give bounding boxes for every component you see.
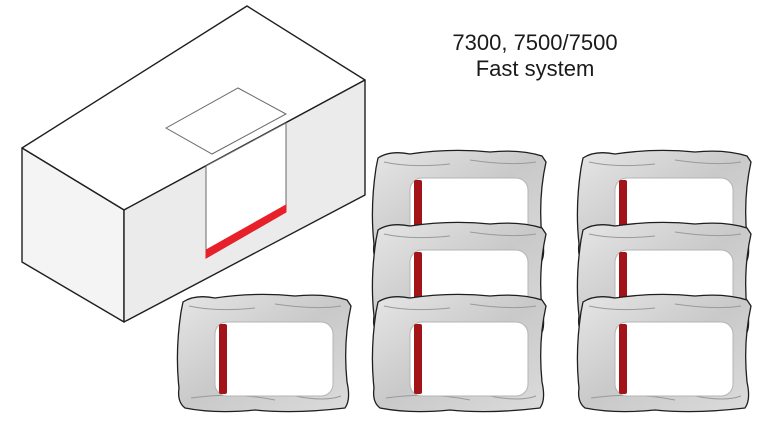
pouch-window — [614, 321, 734, 397]
reagent-box-icon — [21, 5, 366, 323]
pouch-crinkle — [383, 159, 537, 257]
caption-line-1: 7300, 7500/7500 — [452, 30, 618, 55]
box-red-strip — [205, 204, 287, 259]
sealed-pouch-icon — [176, 293, 352, 413]
pouch-red-strip — [619, 324, 627, 394]
pouch-crinkle — [588, 159, 742, 257]
sealed-pouch-icon — [371, 293, 547, 413]
pouch-crinkle — [588, 303, 742, 401]
pouch-crinkle — [188, 303, 342, 401]
pouch-red-strip — [414, 324, 422, 394]
box-top-label — [164, 87, 288, 155]
caption-line-2: Fast system — [475, 56, 595, 81]
system-caption: 7300, 7500/7500 Fast system — [400, 30, 670, 82]
pouch-red-strip — [219, 324, 227, 394]
pouch-window — [214, 321, 334, 397]
pouch-group — [176, 149, 752, 413]
sealed-pouch-icon — [576, 293, 752, 413]
pouch-crinkle — [588, 231, 742, 329]
pouch-window — [409, 321, 529, 397]
pouch-crinkle — [383, 303, 537, 401]
pouch-crinkle — [383, 231, 537, 329]
